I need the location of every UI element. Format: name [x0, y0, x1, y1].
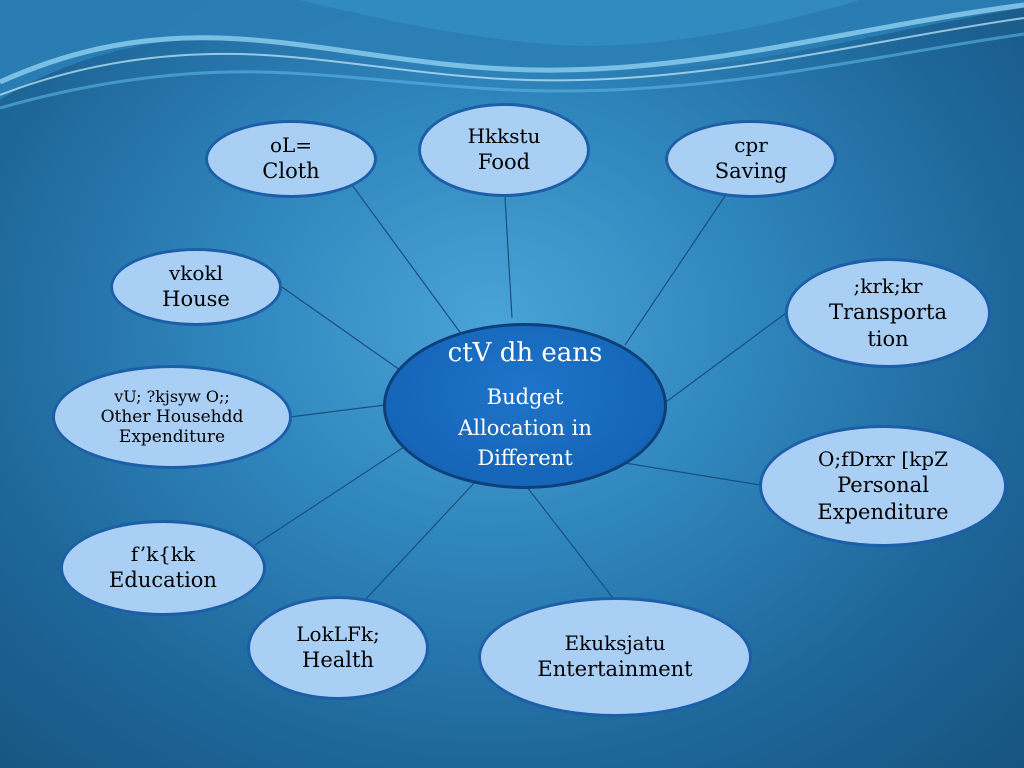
node-education: f’k{kk Education	[60, 520, 266, 616]
connector-transportation	[665, 312, 787, 403]
center-node: ctV dh eans Budget Allocation in Differe…	[383, 323, 667, 489]
connector-saving	[624, 195, 726, 346]
node-house: vkokl House	[110, 248, 282, 326]
connector-education	[254, 442, 411, 546]
node-personal-hindi: O;fDrxr [kpZ	[818, 447, 948, 472]
node-saving: cpr Saving	[665, 120, 837, 198]
connector-entertainment	[526, 486, 614, 599]
node-other-hindi: vU; ?kjsyw O;;	[114, 386, 230, 406]
node-education-english: Education	[109, 568, 217, 593]
node-food-hindi: Hkkstu	[467, 124, 541, 149]
connector-other	[289, 404, 386, 418]
node-health-english: Health	[302, 648, 374, 673]
center-subtitle: Budget Allocation in Different	[458, 385, 592, 471]
node-entertainment-english: Entertainment	[537, 657, 693, 682]
node-transportation-english: Transporta tion	[829, 300, 947, 351]
node-food: Hkkstu Food	[418, 103, 590, 197]
connector-personal	[624, 462, 761, 486]
center-title: ctV dh eans	[447, 338, 603, 369]
node-other: vU; ?kjsyw O;; Other Househdd Expenditur…	[52, 365, 292, 469]
connector-cloth	[351, 184, 463, 336]
node-cloth: oL= Cloth	[205, 120, 377, 198]
node-saving-english: Saving	[714, 159, 788, 184]
node-personal: O;fDrxr [kpZ Personal Expenditure	[759, 425, 1007, 547]
node-cloth-english: Cloth	[262, 159, 320, 184]
node-food-english: Food	[477, 150, 531, 175]
node-other-english: Other Househdd Expenditure	[100, 406, 244, 447]
connector-food	[504, 196, 513, 319]
wave-decoration	[0, 0, 1024, 110]
node-cloth-hindi: oL=	[269, 133, 313, 158]
node-health-hindi: LokLFk;	[296, 622, 380, 647]
node-health: LokLFk; Health	[247, 596, 429, 700]
connector-house	[281, 286, 401, 371]
node-entertainment-hindi: Ekuksjatu	[564, 631, 666, 656]
node-transportation-hindi: ;krk;kr	[853, 274, 923, 299]
connector-health	[364, 481, 476, 601]
node-education-hindi: f’k{kk	[130, 542, 196, 567]
node-personal-english: Personal Expenditure	[817, 473, 949, 524]
node-house-hindi: vkokl	[169, 261, 223, 286]
node-entertainment: Ekuksjatu Entertainment	[478, 597, 752, 717]
node-house-english: House	[162, 287, 230, 312]
node-transportation: ;krk;kr Transporta tion	[785, 258, 991, 368]
node-saving-hindi: cpr	[734, 133, 768, 158]
